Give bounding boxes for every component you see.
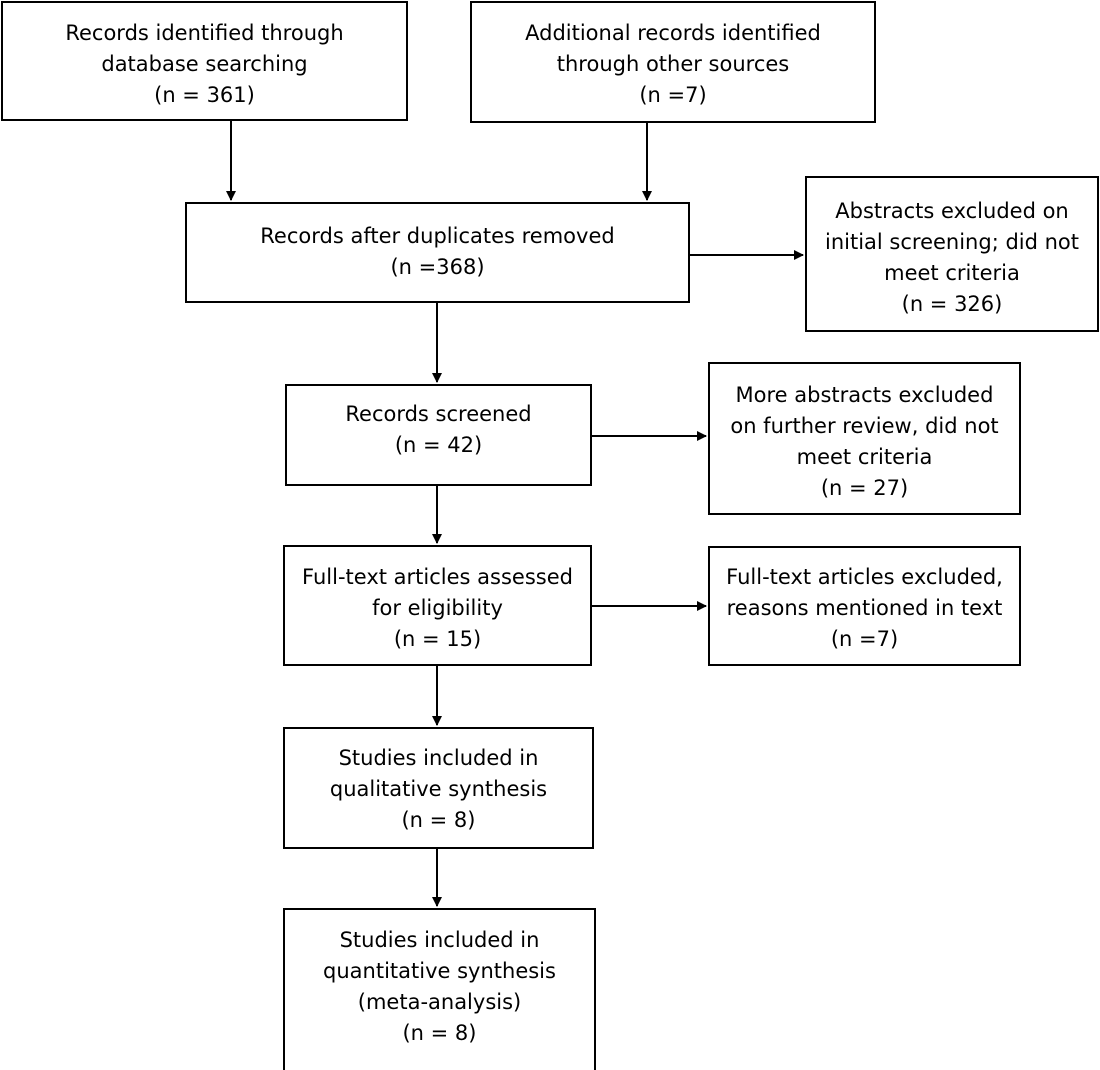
box-excluded-initial-line-3: meet criteria [884, 261, 1020, 285]
box-quantitative: Studies included in quantitative synthes… [283, 908, 596, 1070]
box-fulltext-assessed-line-2: for eligibility [372, 596, 503, 620]
box-excluded-initial-line-1: Abstracts excluded on [835, 199, 1069, 223]
box-fulltext-assessed-line-1: Full-text articles assessed [302, 565, 573, 589]
box-fulltext-excluded-line-1: Full-text articles excluded, [726, 565, 1003, 589]
box-db-search-line-1: Records identified through [65, 21, 344, 45]
box-excluded-further-line-3: meet criteria [796, 445, 933, 469]
box-fulltext-excluded: Full-text articles excluded, reasons men… [708, 546, 1021, 666]
box-after-duplicates-count: (n =368) [390, 255, 485, 279]
box-after-duplicates-line-1: Records after duplicates removed [260, 224, 615, 248]
box-excluded-further-line-1: More abstracts excluded [735, 383, 994, 407]
box-fulltext-assessed: Full-text articles assessed for eligibil… [283, 545, 592, 666]
box-qualitative: Studies included in qualitative synthesi… [283, 727, 594, 849]
box-quantitative-line-2: quantitative synthesis [323, 959, 556, 983]
box-screened: Records screened (n = 42) [285, 384, 592, 486]
box-excluded-initial: Abstracts excluded on initial screening;… [805, 176, 1099, 332]
box-qualitative-line-2: qualitative synthesis [329, 777, 548, 801]
box-after-duplicates: Records after duplicates removed (n =368… [185, 202, 690, 303]
box-other-sources-count: (n =7) [639, 83, 707, 107]
box-qualitative-count: (n = 8) [401, 808, 476, 832]
box-fulltext-assessed-count: (n = 15) [393, 627, 482, 651]
box-fulltext-excluded-line-2: reasons mentioned in text [726, 596, 1003, 620]
box-quantitative-count: (n = 8) [402, 1021, 477, 1045]
box-excluded-further: More abstracts excluded on further revie… [708, 362, 1021, 515]
box-quantitative-line-1: Studies included in [339, 928, 540, 952]
box-db-search-line-2: database searching [101, 52, 308, 76]
box-quantitative-line-3: (meta-analysis) [357, 990, 522, 1014]
box-screened-line-1: Records screened [345, 402, 532, 426]
box-db-search-count: (n = 361) [154, 83, 255, 107]
box-excluded-initial-count: (n = 326) [901, 292, 1003, 316]
box-db-search: Records identified through database sear… [1, 1, 408, 121]
box-excluded-further-line-2: on further review, did not [730, 414, 999, 438]
box-excluded-further-count: (n = 27) [820, 476, 909, 500]
box-fulltext-excluded-count: (n =7) [830, 627, 899, 651]
box-qualitative-line-1: Studies included in [338, 746, 539, 770]
box-other-sources: Additional records identified through ot… [470, 1, 876, 123]
box-screened-count: (n = 42) [394, 433, 483, 457]
box-other-sources-line-2: through other sources [556, 52, 790, 76]
box-other-sources-line-1: Additional records identified [525, 21, 821, 45]
box-excluded-initial-line-2: initial screening; did not [824, 230, 1080, 254]
